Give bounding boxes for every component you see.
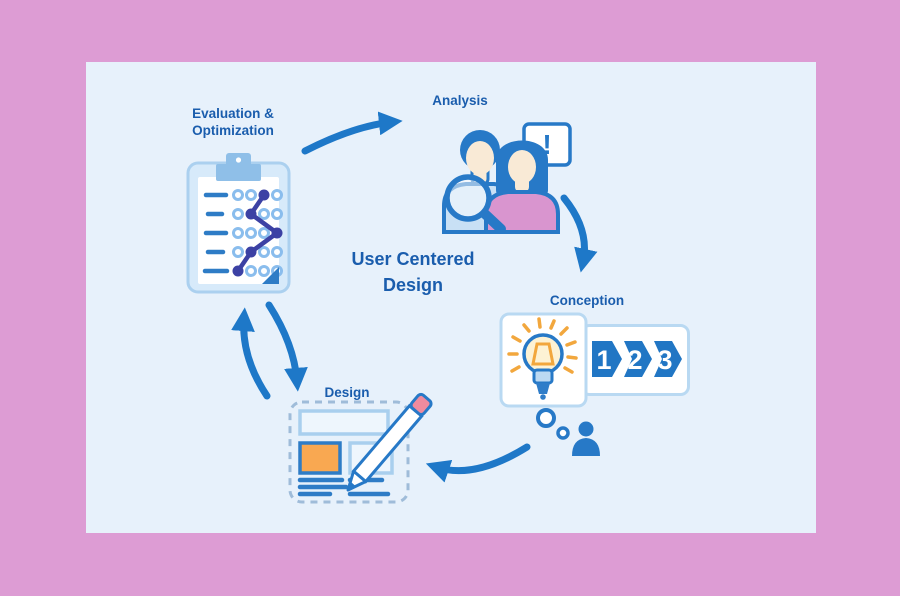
bulb-rays [507,317,578,374]
bulb-screw [536,383,550,394]
woman-figure [484,140,560,234]
label-evaluation-optimization: Evaluation & Optimization [192,106,274,138]
step-chevrons [592,341,682,377]
arrow-eval-to-design-down [265,301,308,392]
label-analysis: Analysis [432,93,488,108]
arrow-analysis-to-conception [560,194,598,273]
bulb-filament [531,342,555,366]
two-users-icon: ! [442,122,572,234]
arrow-eval-to-analysis [301,111,403,155]
person-silhouette-icon [572,421,600,456]
step-number-1: 1 [596,345,611,375]
bulb-base [532,368,554,385]
step-number-2: 2 [627,345,642,375]
flow-arrows [231,111,598,483]
folded-corner [262,267,279,284]
wireframe-header-block [298,409,390,436]
step-number-3: 3 [657,345,672,375]
pencil-eraser [409,392,433,416]
wireframe-image-block [298,441,342,475]
zigzag-line [232,189,283,277]
arrow-conception-to-design [425,443,531,483]
arrow-design-to-eval-up [231,307,271,400]
label-conception: Conception [549,293,625,308]
diagram-title: User Centered Design [351,249,475,296]
pencil-icon [346,392,433,492]
thought-bubbles-icon [536,408,570,440]
diagram-panel: Evaluation & Optimization Analysis Conce… [86,62,816,533]
clipboard-checklist-icon [186,153,291,294]
checklist-dashes [202,192,230,274]
magnifier-icon [444,174,506,234]
lightbulb-icon [499,312,588,408]
wireframe-text-lines [297,477,391,497]
steps-123-icon: 1 2 3 [580,324,690,396]
exclamation-mark: ! [542,129,551,160]
label-design: Design [324,385,370,400]
